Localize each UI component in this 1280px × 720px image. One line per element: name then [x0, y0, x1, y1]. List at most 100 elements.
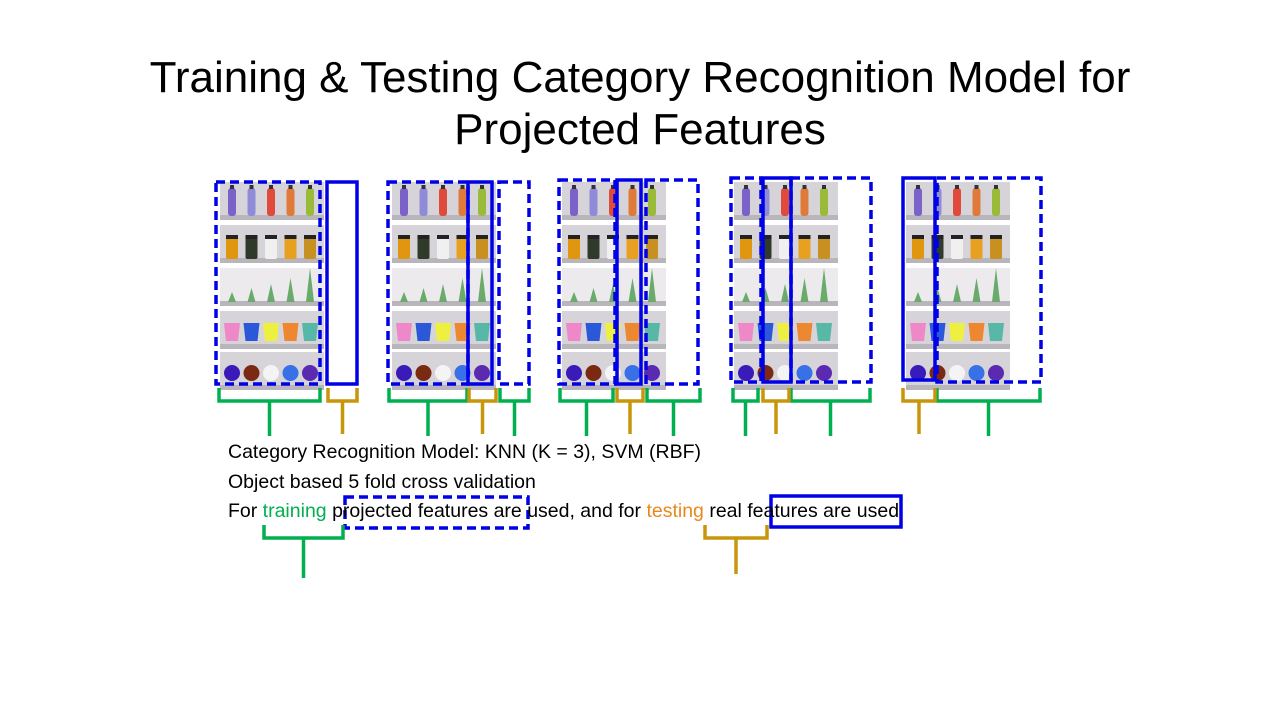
object-image-panel: [220, 182, 324, 390]
cup: [968, 323, 985, 341]
cone: [628, 278, 637, 302]
jar-lid: [284, 235, 297, 239]
cup: [396, 323, 412, 341]
image-row-shelf: [562, 385, 666, 390]
training-brace: [498, 388, 531, 436]
image-row-shelf: [734, 344, 838, 349]
jar-lid: [646, 235, 658, 239]
jar-lid: [417, 235, 430, 239]
bottle-cap: [822, 185, 826, 189]
training-brace: [558, 388, 615, 436]
bottle-cap: [402, 185, 406, 189]
ball: [644, 365, 660, 381]
image-row-shelf: [906, 385, 1010, 390]
training-brace: [789, 388, 872, 436]
image-row-shelf: [392, 258, 496, 263]
jar: [417, 237, 430, 259]
cup: [263, 323, 279, 341]
cone: [228, 292, 236, 302]
bottle: [781, 188, 789, 216]
jar-lid: [398, 235, 410, 239]
bottle: [400, 188, 408, 216]
cone: [589, 288, 598, 302]
bottle: [628, 188, 637, 216]
jar: [818, 237, 830, 259]
cone: [439, 284, 447, 302]
jar: [568, 237, 580, 259]
jar-lid: [265, 235, 277, 239]
projected-features-label: projected features: [332, 500, 489, 522]
ball: [282, 365, 299, 381]
jar: [912, 237, 924, 259]
bottle-cap: [916, 185, 920, 189]
real-features-box: [761, 176, 793, 384]
jar-lid: [626, 235, 639, 239]
bottle-cap: [421, 185, 426, 189]
bottle: [742, 188, 750, 216]
bottle: [972, 188, 981, 216]
image-row-shelf: [392, 301, 496, 306]
cup: [644, 323, 660, 341]
ball: [302, 365, 318, 381]
ball: [474, 365, 490, 381]
jar-lid: [587, 235, 600, 239]
object-image-panel: [906, 182, 1010, 390]
cup: [585, 323, 602, 341]
cone: [992, 268, 1000, 302]
bottle: [247, 188, 256, 216]
projected-features-box: [497, 180, 531, 386]
image-row-shelf: [734, 385, 838, 390]
cup: [243, 323, 260, 341]
ball: [949, 365, 965, 381]
image-row-shelf: [562, 258, 666, 263]
training-brace: [645, 388, 702, 436]
ball: [910, 365, 926, 381]
cup: [624, 323, 641, 341]
testing-brace: [467, 388, 498, 434]
image-row-shelf: [220, 385, 324, 390]
jar: [951, 237, 963, 259]
cone: [781, 284, 789, 302]
jar-lid: [798, 235, 811, 239]
title-line-1: Training & Testing Category Recognition …: [149, 53, 1131, 102]
image-row-shelf: [906, 258, 1010, 263]
cup: [415, 323, 432, 341]
projected-features-box: [214, 180, 322, 386]
ball: [624, 365, 641, 381]
cone: [914, 292, 922, 302]
projected-features-box: [644, 178, 700, 386]
training-brace: [731, 388, 760, 436]
ball: [777, 365, 793, 381]
cone: [478, 268, 486, 302]
cone: [800, 278, 809, 302]
bottle-cap: [230, 185, 234, 189]
jar-lid: [912, 235, 924, 239]
image-row-shelf: [392, 215, 496, 220]
bottle-cap: [308, 185, 312, 189]
cup: [738, 323, 754, 341]
cone: [306, 268, 314, 302]
ball: [585, 365, 602, 381]
training-text-brace: [262, 525, 345, 578]
real-features-box: [615, 178, 643, 386]
cone: [820, 268, 828, 302]
bottle: [914, 188, 922, 216]
jar: [626, 237, 639, 259]
cup: [796, 323, 813, 341]
ball: [988, 365, 1004, 381]
ball: [263, 365, 279, 381]
jar-lid: [951, 235, 963, 239]
testing-brace: [326, 388, 359, 434]
jar-lid: [456, 235, 469, 239]
ball: [224, 365, 240, 381]
bottle-cap: [269, 185, 273, 189]
image-row-shelf: [220, 344, 324, 349]
bottle: [419, 188, 428, 216]
cone: [972, 278, 981, 302]
cone: [267, 284, 275, 302]
end-label: are used: [817, 500, 900, 522]
bottle-cap: [441, 185, 445, 189]
cup: [910, 323, 926, 341]
jar-lid: [759, 235, 772, 239]
bottle: [800, 188, 809, 216]
